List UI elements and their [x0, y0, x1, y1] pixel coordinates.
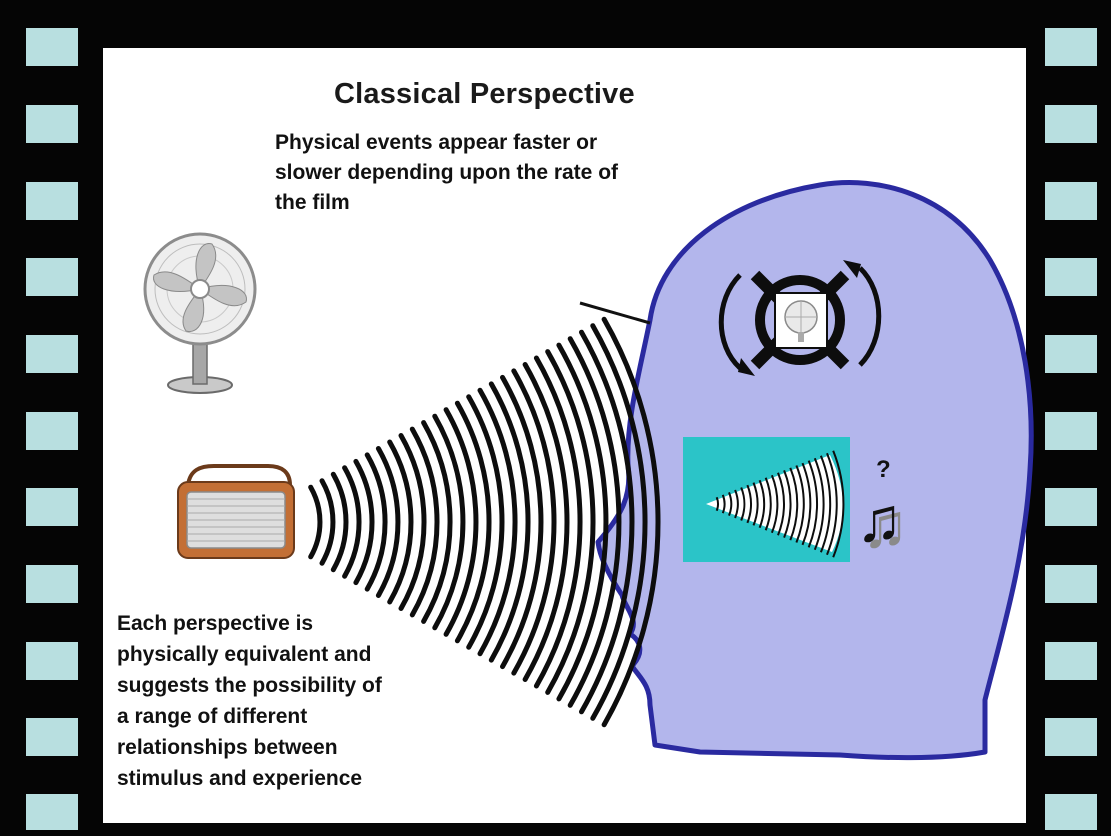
sound-wave-arc [522, 362, 570, 682]
sound-wave-arc [545, 349, 596, 695]
sprocket-hole [1045, 565, 1097, 603]
sound-wave-arc [387, 439, 414, 605]
sound-wave-arc [319, 478, 336, 566]
sound-wave-arc [500, 374, 544, 670]
sprocket-hole [26, 105, 78, 143]
sprocket-hole [26, 182, 78, 220]
inner-frame-sound-image [683, 437, 850, 562]
sound-wave-arc [375, 446, 401, 598]
sound-wave-arc [308, 484, 323, 560]
sprocket-hole [26, 412, 78, 450]
mini-sound-wave-arc [807, 460, 819, 548]
sound-wave-arc [432, 413, 466, 631]
sound-wave-arc [364, 452, 388, 592]
sound-wave-arc [342, 465, 362, 579]
sound-wave-arc [454, 400, 492, 644]
sprocket-hole [26, 335, 78, 373]
mini-sound-wave-arc [795, 465, 805, 543]
sound-wave-arc [330, 471, 349, 573]
sprocket-hole [1045, 105, 1097, 143]
bottom-caption-line: a range of different [117, 705, 308, 728]
pointer-line [579, 301, 651, 325]
sound-wave-arc [511, 368, 557, 676]
sound-wave-arc [477, 387, 518, 657]
bottom-caption: Each perspective is physically equivalen… [117, 608, 477, 794]
rotating-fan-icon [718, 260, 882, 376]
bottom-caption-line: physically equivalent and [117, 643, 372, 666]
slide-title: Classical Perspective [334, 78, 635, 110]
sound-wave-arc [567, 336, 622, 708]
sprocket-hole [26, 718, 78, 756]
mini-sound-wave-arc [728, 492, 733, 516]
sprocket-hole [1045, 412, 1097, 450]
bottom-caption-line: Each perspective is [117, 612, 314, 635]
sprocket-hole [1045, 335, 1097, 373]
sound-wave-arc [398, 433, 427, 611]
sound-wave-arc [488, 381, 531, 663]
mini-sound-wave-arc [758, 479, 766, 529]
mini-sound-wave-arc [770, 474, 779, 534]
bottom-caption-line: suggests the possibility of [117, 674, 382, 697]
sprocket-hole [1045, 182, 1097, 220]
mini-sound-wave-arc [746, 484, 752, 524]
mini-sound-wave-arc [801, 462, 812, 546]
music-note-icon: ♫ [856, 486, 903, 555]
mini-sound-wave-arc [740, 487, 746, 521]
mini-sound-wave-arc [783, 470, 792, 538]
sound-wave-arc [409, 426, 440, 618]
bottom-caption-line: relationships between [117, 736, 338, 759]
sound-wave-arc [556, 342, 609, 702]
sound-wave-arc [601, 316, 661, 728]
mini-sound-wave-arc [832, 450, 845, 558]
sprocket-hole [26, 28, 78, 66]
sprocket-hole [1045, 258, 1097, 296]
mini-sound-wave-arc [789, 467, 799, 541]
sprocket-hole [1045, 488, 1097, 526]
sound-waves [308, 316, 661, 728]
sprocket-hole [26, 642, 78, 680]
sound-wave-arc [466, 394, 505, 650]
radio-icon [177, 464, 295, 559]
desk-fan-icon [143, 232, 257, 394]
sprocket-hole [26, 565, 78, 603]
sound-wave-arc [533, 355, 583, 689]
mini-sound-wave-arc [819, 455, 832, 553]
sound-wave-arc [353, 458, 375, 586]
sound-wave-arc [590, 323, 648, 721]
mini-sound-wave-arc [721, 494, 726, 514]
sprocket-hole [1045, 794, 1097, 830]
sprocket-hole [1045, 718, 1097, 756]
sound-wave-arc [421, 420, 453, 624]
mini-sound-wave-arc [777, 472, 785, 536]
top-caption: Physical events appear faster or slower … [275, 128, 745, 218]
sprocket-hole [26, 794, 78, 830]
mini-sound-wave-arc [764, 477, 772, 531]
top-caption-line: Physical events appear faster or [275, 131, 598, 154]
mini-sound-wave-arc [826, 452, 838, 556]
sprocket-hole [1045, 642, 1097, 680]
mini-sound-wave-arc [734, 489, 739, 519]
mini-sound-wave-arc [813, 457, 825, 551]
mini-sound-wave-arc [752, 482, 759, 526]
bottom-caption-line: stimulus and experience [117, 767, 363, 790]
sprocket-hole [26, 488, 78, 526]
sprocket-hole [26, 258, 78, 296]
sound-wave-arc [443, 407, 479, 637]
top-caption-line: slower depending upon the rate of [275, 161, 619, 184]
question-mark: ? [876, 456, 891, 483]
top-caption-line: the film [275, 191, 350, 214]
sprocket-hole [1045, 28, 1097, 66]
sound-wave-arc [579, 329, 635, 715]
mini-sound-wave-arc [715, 496, 719, 512]
